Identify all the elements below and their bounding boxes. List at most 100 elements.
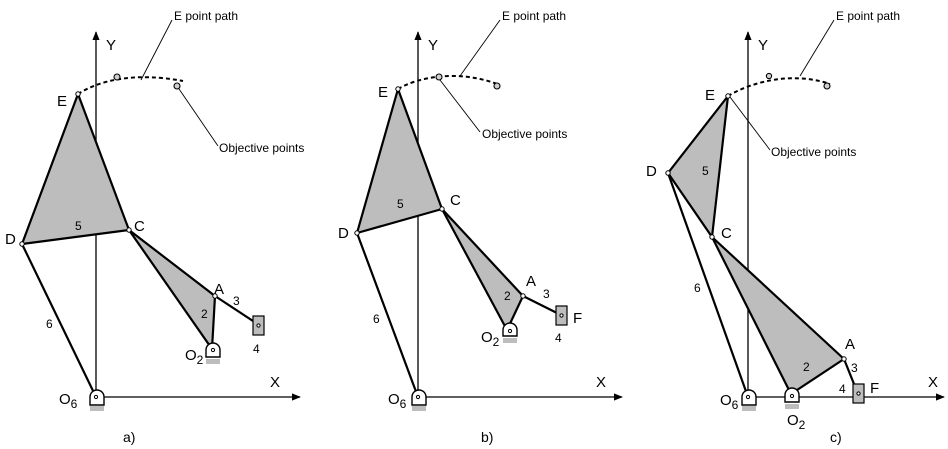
label-f: F [573, 310, 582, 327]
label-o6: O6 [388, 391, 407, 411]
leader-objective [176, 85, 219, 147]
label-6: 6 [694, 281, 701, 295]
ground [785, 404, 799, 409]
label-4: 4 [253, 342, 260, 356]
x-axis-label: X [928, 374, 938, 391]
label-e: E [378, 84, 388, 101]
objective-point [435, 73, 443, 81]
label-3: 3 [543, 287, 550, 301]
path-note: E point path [502, 9, 566, 23]
objective-point [173, 82, 181, 90]
joint-e [395, 86, 401, 92]
link-2 [440, 207, 525, 332]
joint-d [665, 170, 671, 176]
objective-point [765, 72, 773, 80]
joint-e [725, 93, 731, 99]
label-2: 2 [803, 360, 810, 374]
x-axis-label: X [270, 374, 280, 391]
y-axis-label: Y [106, 37, 116, 54]
label-e: E [705, 87, 715, 104]
label-o2: O2 [787, 412, 806, 432]
label-d: D [646, 163, 657, 180]
joint-c [126, 227, 132, 233]
label-a: A [526, 273, 536, 290]
link-3 [213, 294, 261, 327]
joint [789, 393, 795, 399]
ground [412, 406, 426, 411]
caption-b: b) [481, 429, 493, 445]
label-3: 3 [233, 294, 240, 308]
leader-objective [439, 79, 481, 133]
label-2: 2 [201, 307, 208, 321]
link-5 [20, 92, 131, 246]
label-2: 2 [504, 289, 511, 303]
leader-path [799, 19, 835, 77]
label-5: 5 [397, 197, 404, 211]
label-e: E [57, 93, 67, 110]
label-4: 4 [839, 382, 846, 396]
link-5 [666, 94, 730, 239]
label-4: 4 [555, 331, 562, 345]
label-o6: O6 [720, 392, 739, 412]
joint-a [212, 293, 218, 299]
joint-d [19, 241, 25, 247]
label-5: 5 [75, 219, 82, 233]
label-6: 6 [46, 317, 53, 331]
link-6 [666, 171, 750, 399]
x-axis-label: X [596, 374, 606, 391]
leader-path [140, 19, 173, 81]
ground [742, 406, 756, 411]
link-2 [127, 228, 217, 351]
ground [90, 406, 104, 411]
joint-e [75, 91, 81, 97]
label-d: D [338, 225, 349, 242]
label-c: C [450, 192, 461, 209]
panel-a: Y X E point path Objective points E D C … [5, 9, 304, 445]
objective-note: Objective points [771, 145, 856, 159]
link-2 [710, 235, 846, 396]
label-a: A [214, 281, 224, 298]
link-6 [20, 242, 98, 399]
panel-b: Y X E point path Objective points E D C … [338, 9, 623, 445]
label-a: A [845, 336, 855, 353]
joint [856, 391, 861, 396]
panel-c: Y X E point path Objective points E D C … [646, 9, 945, 445]
joint [415, 394, 421, 400]
joint-c [709, 234, 715, 240]
label-c: C [134, 218, 145, 235]
label-d: D [5, 231, 16, 248]
label-f: F [870, 380, 879, 397]
leader-path [459, 19, 501, 77]
e-point-path [727, 77, 831, 97]
joint [93, 394, 99, 400]
path-note: E point path [174, 9, 238, 23]
y-axis-label: Y [758, 37, 768, 54]
caption-a: a) [123, 429, 135, 445]
label-o6: O6 [59, 391, 78, 411]
ground [206, 359, 220, 364]
joint [507, 328, 513, 334]
joint [559, 313, 564, 318]
objective-point [113, 73, 121, 81]
objective-point [493, 82, 501, 90]
label-3: 3 [851, 361, 858, 375]
objective-point [823, 82, 831, 90]
link-6 [355, 231, 420, 399]
ground [503, 338, 517, 343]
joint [256, 323, 261, 328]
joint-d [354, 230, 360, 236]
joint-c [439, 206, 445, 212]
y-axis-label: Y [428, 37, 438, 54]
label-o2: O2 [481, 329, 500, 349]
joint [210, 347, 216, 353]
e-point-path [397, 75, 498, 90]
objective-note: Objective points [482, 127, 567, 141]
label-6: 6 [373, 312, 380, 326]
link-3 [521, 294, 563, 317]
objective-note: Objective points [219, 141, 304, 155]
joint-a [520, 293, 526, 299]
link-5 [355, 87, 444, 235]
label-c: C [721, 225, 732, 242]
e-point-path [77, 76, 184, 95]
